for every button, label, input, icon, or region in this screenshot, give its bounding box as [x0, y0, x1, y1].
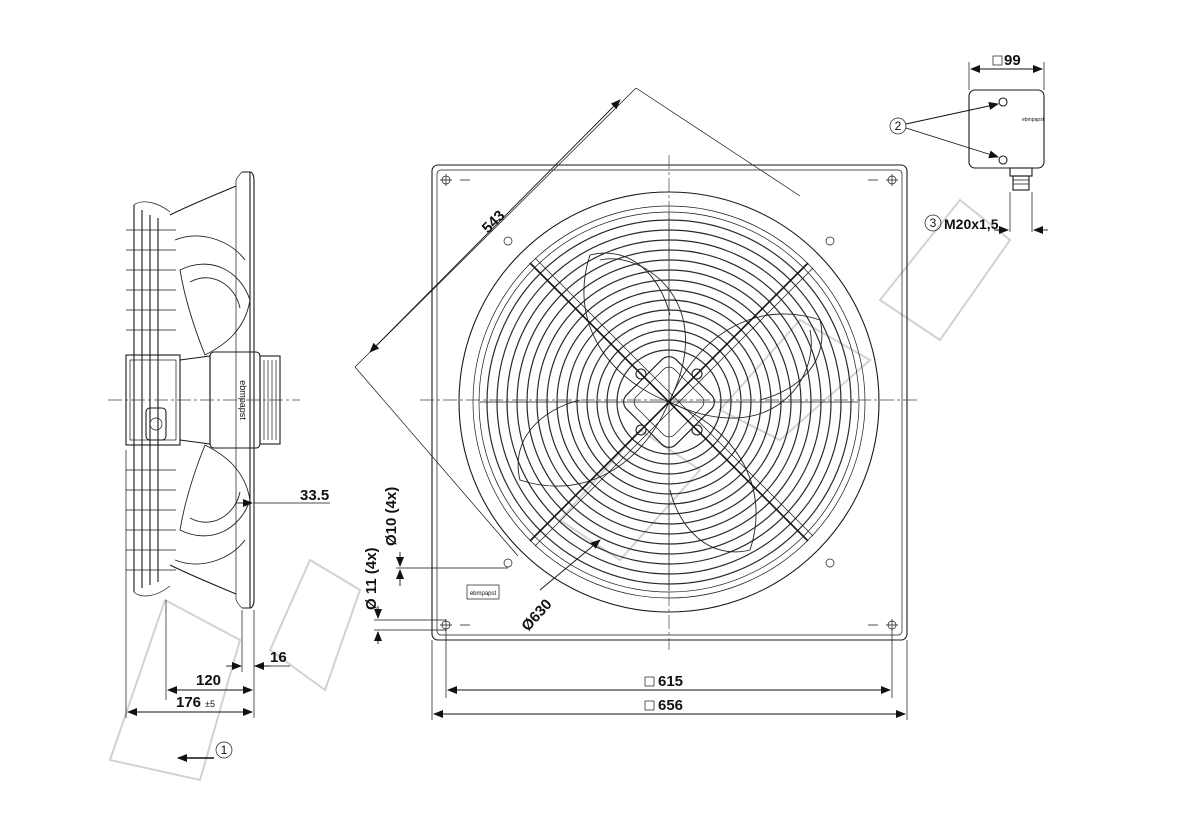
dim-120: 120 [196, 672, 221, 689]
terminal-box: ebmpapst 99 2 3 M20x1,5 [889, 52, 1048, 234]
dim-hole-d11: Ø 11 (4x) [363, 547, 380, 610]
dim-dia630: Ø630 [518, 596, 555, 635]
front-dimensions: 543 Ø630 Ø10 (4x) Ø 11 (4x) 615 656 [354, 87, 908, 720]
dim-16: 16 [270, 649, 287, 666]
dim-box-656: 656 [658, 697, 683, 714]
callout-2: 2 [895, 119, 902, 133]
plate-label: ebmpapst [470, 591, 497, 597]
dim-thread: M20x1,5 [944, 216, 999, 232]
dim-176-tolerance: ±5 [205, 699, 215, 709]
callout-1: 1 [221, 743, 228, 757]
grille-rungs [126, 229, 176, 571]
dim-176: 176 [176, 694, 201, 711]
side-dimensions: 33.5 16 120 176 ±5 1 [125, 450, 330, 762]
side-view: ebmpapst [108, 171, 300, 609]
dim-33-5: 33.5 [300, 487, 329, 504]
dim-hole-d10: Ø10 (4x) [383, 487, 400, 546]
dim-box-99: 99 [1004, 52, 1021, 69]
terminal-box-brand: ebmpapst [1022, 117, 1045, 123]
dim-543: 543 [479, 207, 509, 237]
dim-box-615: 615 [658, 673, 683, 690]
watermark [108, 198, 1012, 782]
callout-3: 3 [930, 216, 937, 230]
